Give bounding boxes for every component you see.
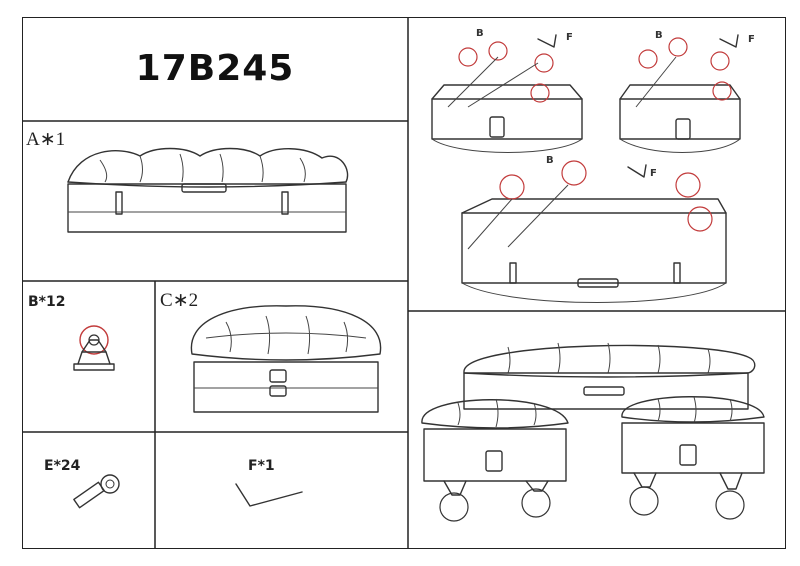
part-e-letter: E xyxy=(44,458,54,474)
part-b-qty: 12 xyxy=(46,294,66,310)
part-b-mult: * xyxy=(38,294,46,310)
part-a-qty: 1 xyxy=(55,129,66,150)
part-e-mult: * xyxy=(53,458,61,474)
step1-callout-f-3: F xyxy=(650,168,657,179)
caster-wheel-icon xyxy=(73,325,115,371)
model-number: 17B245 xyxy=(135,48,295,89)
part-e-label: E*24 xyxy=(44,455,80,475)
part-f-qty: 1 xyxy=(264,458,275,474)
part-c-letter: C xyxy=(160,290,173,311)
finished-set-drawing xyxy=(421,342,765,522)
hex-key-icon xyxy=(235,483,303,507)
step1-callout-b-1: B xyxy=(476,28,484,39)
part-a-mult: ∗ xyxy=(39,129,56,150)
part-e-qty: 24 xyxy=(60,458,81,474)
part-a-bench-drawing xyxy=(67,147,349,233)
step1-callout-f-2: F xyxy=(748,34,755,45)
step1-callout-b-3: B xyxy=(546,155,554,166)
part-a-label: A∗1 xyxy=(26,128,65,151)
part-b-label: B*12 xyxy=(28,291,65,311)
part-a-letter: A xyxy=(26,129,40,150)
part-c-ottoman-drawing xyxy=(190,305,382,413)
part-c-qty: 2 xyxy=(188,290,199,311)
step1-callout-b-2: B xyxy=(655,30,663,41)
part-b-letter: B xyxy=(28,294,39,310)
part-f-mult: * xyxy=(257,458,265,474)
bolt-icon xyxy=(73,474,120,509)
step1-callout-f-1: F xyxy=(566,32,573,43)
step1-assembly-drawing xyxy=(431,34,741,303)
sheet-border xyxy=(22,17,786,549)
part-f-label: F*1 xyxy=(248,455,275,475)
part-c-label: C∗2 xyxy=(160,289,198,312)
part-c-mult: ∗ xyxy=(172,290,189,311)
part-f-letter: F xyxy=(248,458,258,474)
